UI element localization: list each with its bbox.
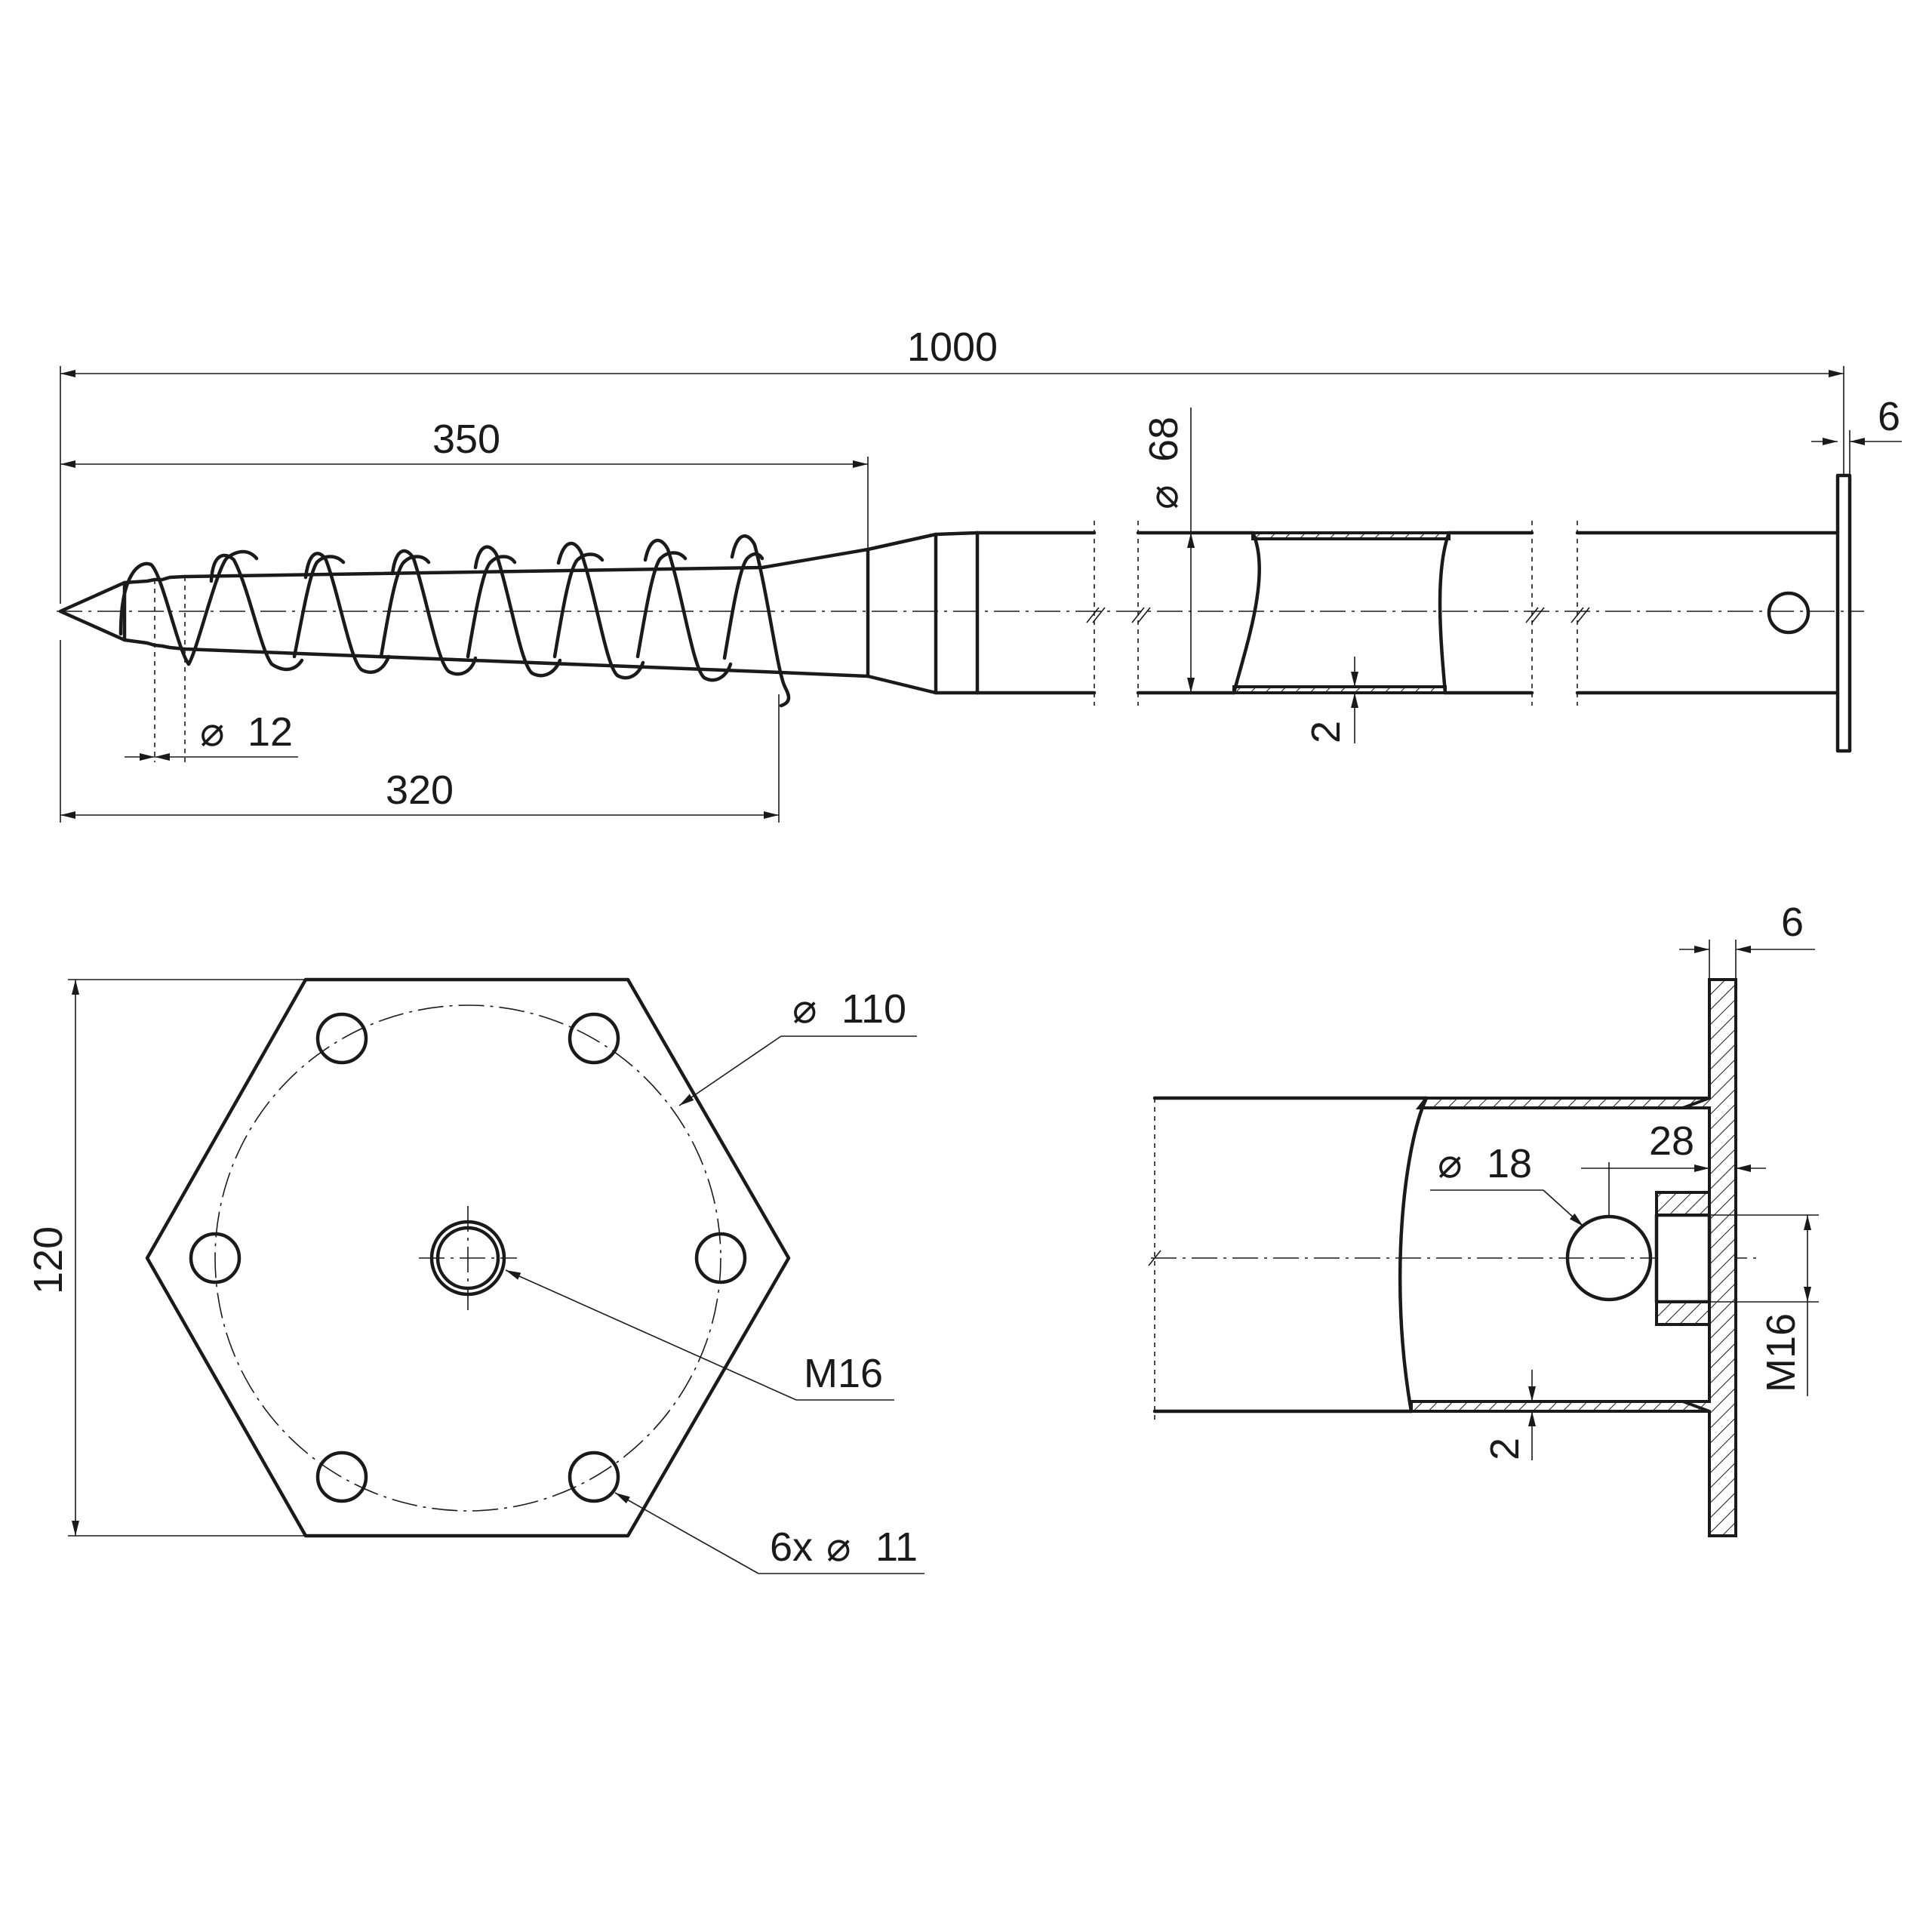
svg-text:⌀: ⌀ xyxy=(826,1524,851,1570)
bolt-hole xyxy=(694,1232,747,1284)
dim-wall-thickness-section: 2 xyxy=(1482,1370,1536,1460)
svg-text:6: 6 xyxy=(1781,900,1804,945)
bolt-hole xyxy=(189,1232,242,1284)
section-wall-top xyxy=(1415,1097,1711,1109)
base-plate-edge xyxy=(1835,473,1852,753)
section-view: 6 28 ⌀ 18 M16 2 xyxy=(1148,900,1819,1537)
svg-text:6x: 6x xyxy=(770,1524,813,1570)
side-view: 1000 350 320 ⌀ 12 ⌀ 68 xyxy=(57,325,1902,823)
dim-wall-thickness-side: 2 xyxy=(1303,657,1358,743)
dim-core-diameter: ⌀ 12 xyxy=(125,709,298,761)
leader-pin-hole: ⌀ 18 xyxy=(1430,1141,1584,1227)
svg-text:350: 350 xyxy=(432,417,500,462)
dim-nut-depth: 28 xyxy=(1581,1118,1766,1217)
svg-text:⌀: ⌀ xyxy=(1438,1141,1463,1186)
svg-text:1000: 1000 xyxy=(907,325,998,370)
pin-hole-circle xyxy=(1767,591,1810,635)
dim-plate-thickness-side: 6 xyxy=(1811,394,1902,475)
svg-text:⌀: ⌀ xyxy=(792,986,817,1032)
svg-text:6: 6 xyxy=(1878,394,1900,439)
plate-view: 120 ⌀ 110 M16 6x ⌀ 11 xyxy=(26,977,924,1574)
dim-plate-height: 120 xyxy=(26,979,306,1537)
dim-thread-length: 320 xyxy=(60,640,780,823)
svg-text:11: 11 xyxy=(875,1524,918,1570)
bolt-hole xyxy=(568,1012,620,1065)
svg-text:12: 12 xyxy=(248,709,293,755)
svg-text:28: 28 xyxy=(1649,1118,1694,1164)
bolt-hole xyxy=(315,1451,368,1503)
dim-tube-diameter: ⌀ 68 xyxy=(1141,408,1195,693)
dim-total-length: 1000 xyxy=(60,325,1844,604)
svg-text:320: 320 xyxy=(386,768,454,813)
nut-bore xyxy=(1654,1213,1712,1304)
svg-text:2: 2 xyxy=(1482,1438,1527,1460)
leader-center-thread: M16 xyxy=(505,1269,894,1401)
svg-text:110: 110 xyxy=(841,986,906,1032)
svg-text:⌀: ⌀ xyxy=(1141,485,1186,509)
dim-screw-length: 350 xyxy=(60,417,869,549)
svg-text:18: 18 xyxy=(1487,1141,1532,1186)
hex-plate-outline xyxy=(145,977,791,1538)
screw-helix-thread xyxy=(118,534,791,708)
svg-text:M16: M16 xyxy=(1758,1313,1804,1392)
section-wall-bottom xyxy=(1410,1400,1711,1413)
svg-text:68: 68 xyxy=(1141,417,1186,462)
tube-segment-2 xyxy=(1131,521,1545,706)
dim-plate-thickness-section: 6 xyxy=(1679,900,1815,980)
bolt-circle xyxy=(214,1004,721,1512)
dim-thread-section: M16 xyxy=(1709,1214,1819,1396)
svg-text:⌀: ⌀ xyxy=(200,709,225,755)
tube-segment-3 xyxy=(1571,473,1852,753)
bolt-hole xyxy=(568,1451,620,1503)
bolt-hole xyxy=(315,1012,368,1065)
leader-bolt-circle: ⌀ 110 xyxy=(678,986,917,1106)
svg-text:2: 2 xyxy=(1303,721,1349,743)
screw-core xyxy=(58,531,980,695)
svg-text:120: 120 xyxy=(26,1226,71,1294)
tube-segment-1 xyxy=(975,521,1106,706)
leader-bolt-holes: 6x ⌀ 11 xyxy=(614,1492,924,1574)
svg-text:M16: M16 xyxy=(804,1351,883,1396)
